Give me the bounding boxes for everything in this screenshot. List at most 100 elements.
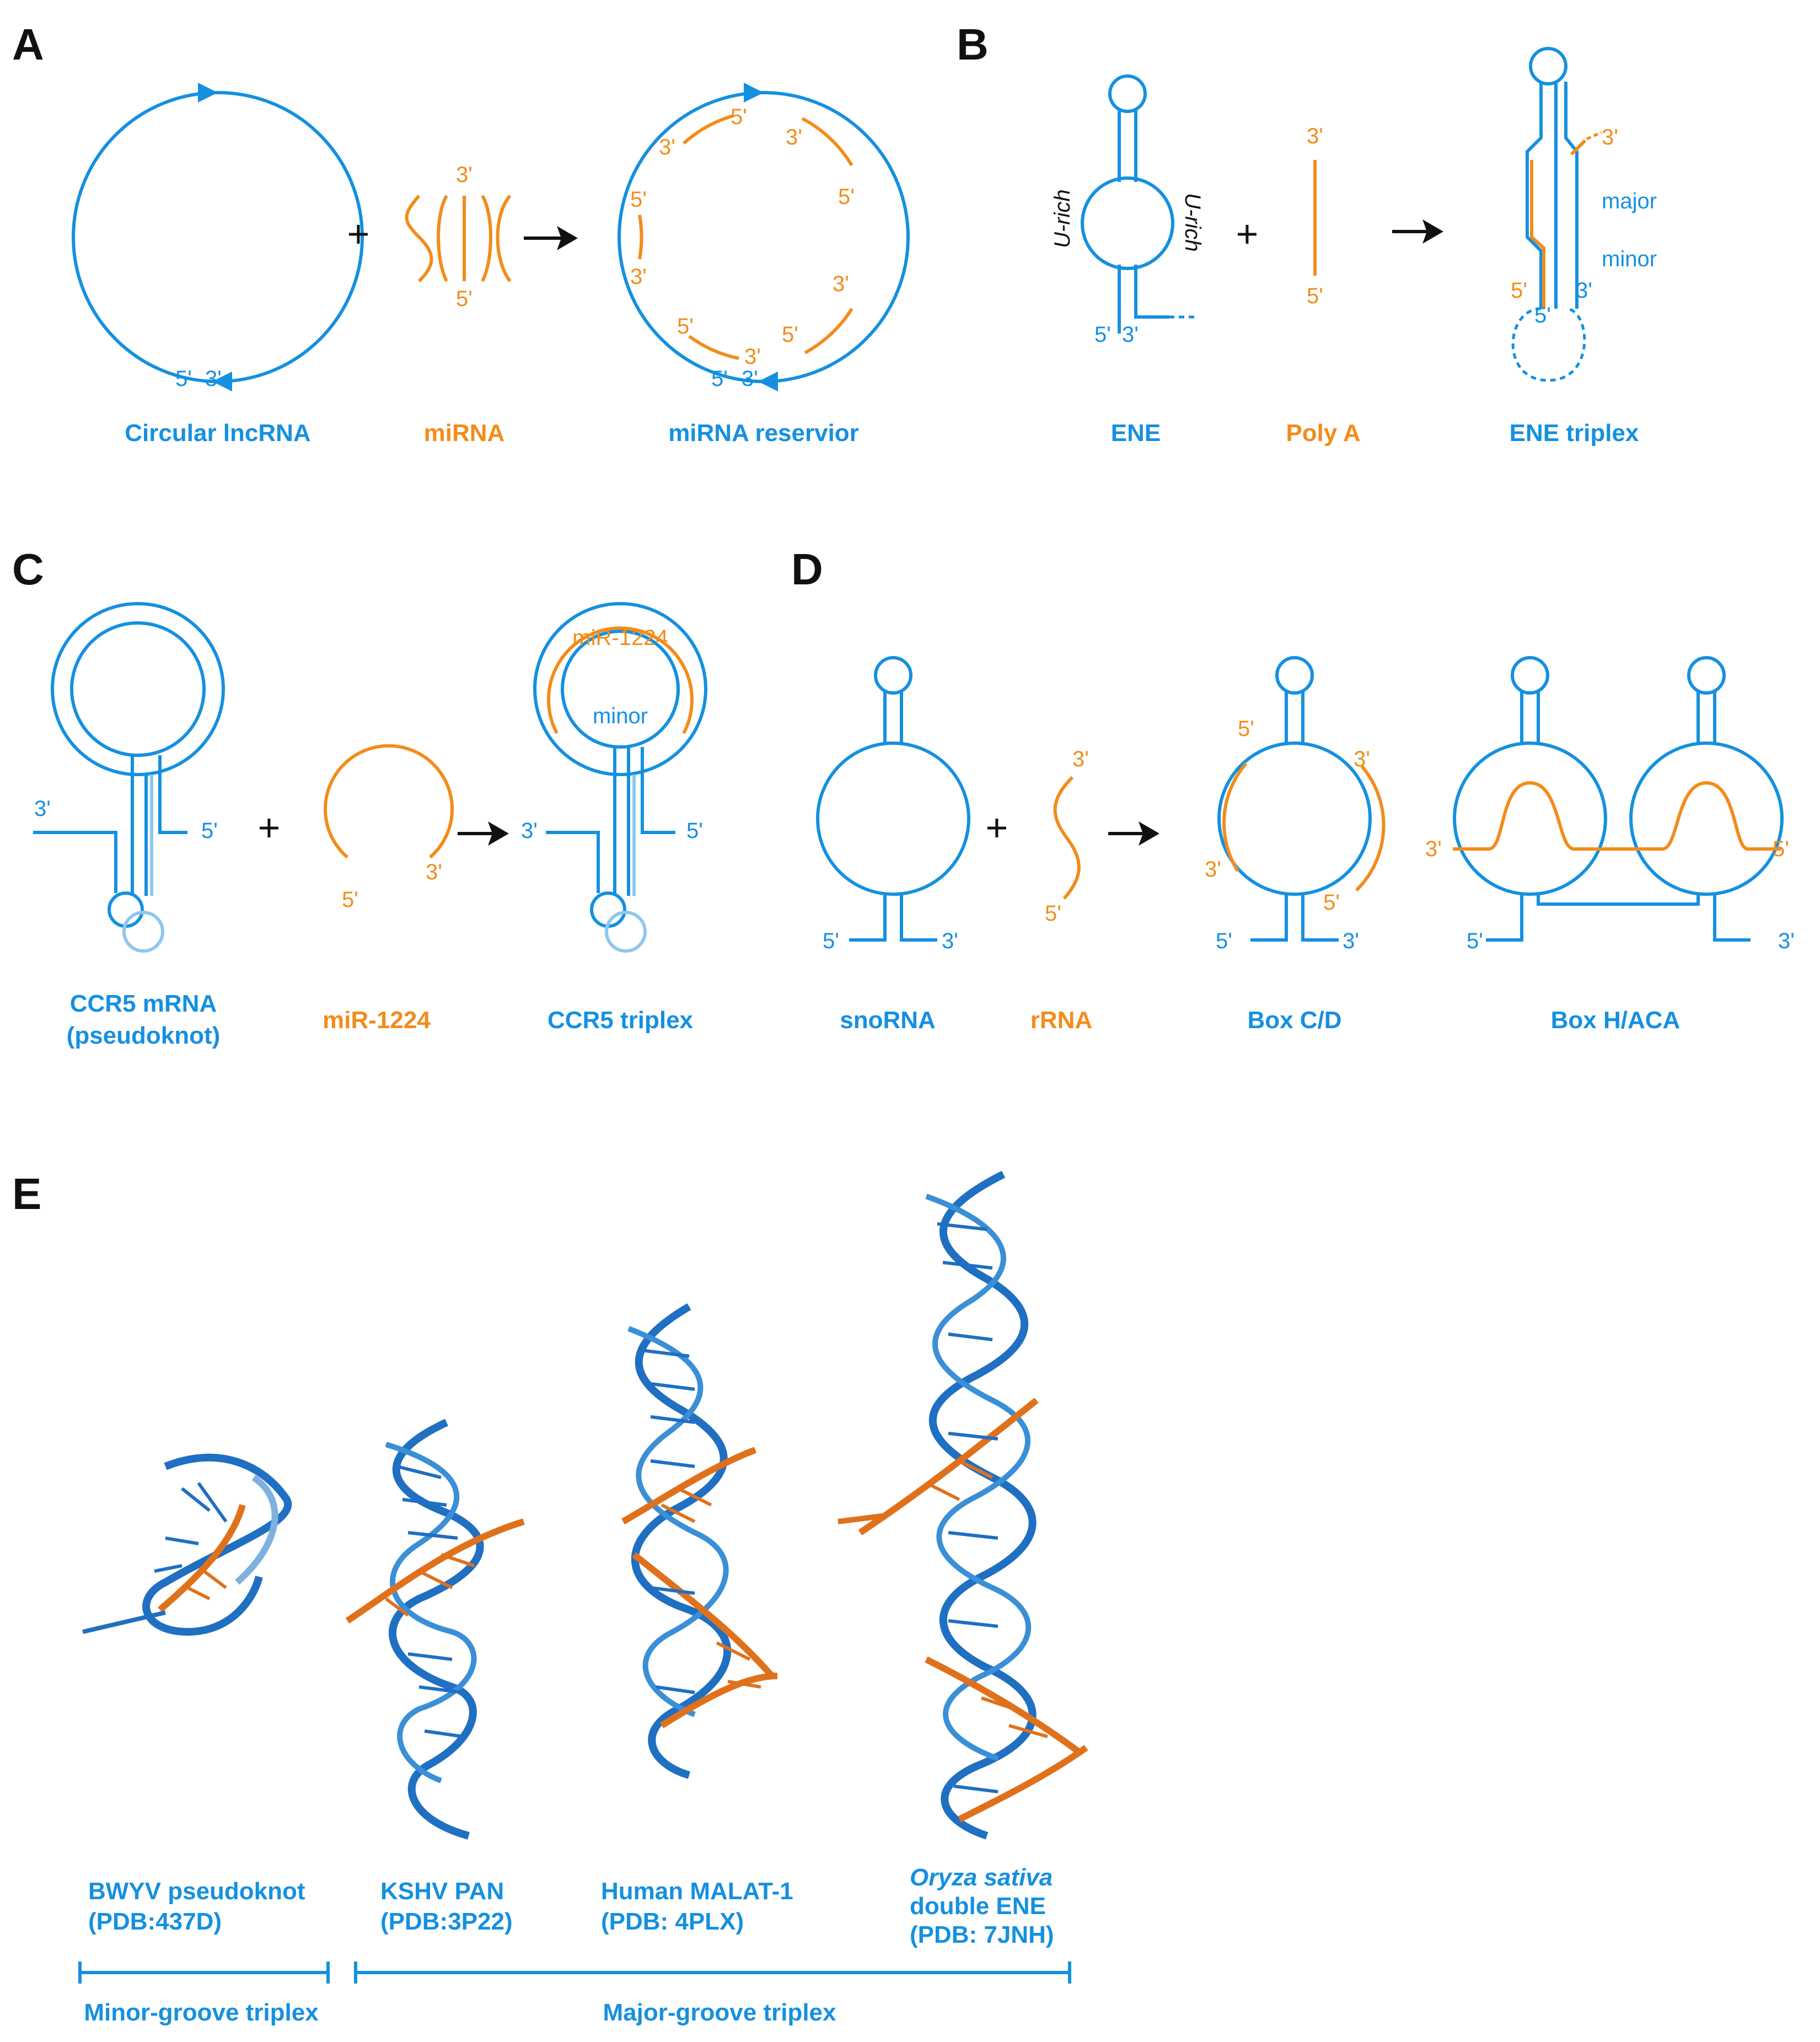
structure-3-line2: (PDB: 4PLX) [601, 1908, 744, 1935]
ccr5-triplex-light-loop [605, 911, 647, 953]
polya-three-label: 3' [1307, 124, 1323, 148]
ene-five-label: 5' [1094, 323, 1111, 347]
triplex-dashed-loop [1511, 307, 1586, 382]
structure-kshv-pan [345, 1418, 525, 1840]
res-label: 5' [630, 187, 647, 212]
ccr5-five-label: 5' [201, 819, 218, 843]
res-label: 3' [833, 272, 849, 296]
triplex-orange-strand [1530, 139, 1587, 309]
ene-three-label: 3' [1122, 323, 1139, 347]
triplex-orange-five: 5' [1511, 278, 1527, 303]
caption-polya: Poly A [1286, 420, 1360, 447]
ccr5-pseudoknot [33, 602, 225, 928]
reservoir-end-labels: 3' 5' 3' 5' 5' 3' 3' 5' 5' 3' 5' 3' [630, 105, 855, 391]
caption-snorna: snoRNA [840, 1007, 936, 1034]
structure-labels: BWYV pseudoknot (PDB:437D) KSHV PAN (PDB… [88, 1864, 1054, 1948]
res-label: 3' [659, 135, 675, 159]
mir-three-label: 3' [426, 860, 442, 884]
panel-label-a: A [12, 20, 44, 69]
structure-2-line1: KSHV PAN [380, 1878, 504, 1905]
circular-lncrna [72, 91, 364, 383]
panel-d: 5' 3' snoRNA + 3' 5' rRNA 5' 3' 3' 5' 5'… [816, 656, 1795, 1034]
box-cd-right-guide [1355, 765, 1386, 892]
boxhaca-three: 3' [1778, 929, 1795, 953]
group-minor-groove: Minor-groove triplex [84, 1999, 319, 2026]
plus-symbol: + [258, 806, 281, 849]
snorna-structure [816, 656, 970, 942]
plus-symbol: + [986, 806, 1008, 849]
triplex-minor-label-c: minor [593, 704, 648, 728]
structure-4-line1: Oryza sativa [910, 1864, 1053, 1891]
panel-label-d: D [791, 545, 823, 594]
triplex-three-label-c: 3' [521, 819, 538, 843]
caption-box-cd: Box C/D [1247, 1007, 1341, 1034]
rrna-strand [1053, 776, 1081, 900]
box-haca-guide [1453, 781, 1781, 851]
caption-mirna-reservoir: miRNA reservior [668, 420, 859, 447]
panel-a: 5' 3' Circular lncRNA + 3' 5' miRNA [72, 83, 910, 447]
reservoir-mirnas [638, 114, 853, 360]
triplex-five-label-c: 5' [686, 819, 703, 843]
caption-ene: ENE [1111, 420, 1161, 447]
plus-symbol: + [1236, 212, 1259, 255]
boxcd-o-left-top: 5' [1238, 717, 1254, 741]
ene-triplex-structure [1526, 47, 1579, 309]
groove-brackets [78, 1962, 1071, 1984]
boxcd-o-right-top: 3' [1354, 747, 1370, 771]
boxcd-five: 5' [1216, 929, 1232, 953]
group-major-groove: Major-groove triplex [603, 1999, 836, 2026]
ccr5-triplex-structure [533, 602, 707, 928]
structure-2-line2: (PDB:3P22) [380, 1908, 513, 1935]
arrow-b-head [1422, 219, 1443, 244]
triplex-major-label: major [1602, 189, 1657, 213]
arrow-a-head [557, 226, 578, 250]
panel-c: 3' 5' CCR5 mRNA (pseudoknot) + 5' 3' miR… [33, 602, 707, 1049]
u-rich-left-label: U-rich [1050, 189, 1075, 248]
caption-rrna: rRNA [1030, 1007, 1092, 1034]
boxhaca-five: 5' [1467, 929, 1483, 953]
structure-4-line2: double ENE [910, 1893, 1046, 1920]
mir-1224-arc [324, 744, 454, 859]
caption-ccr5-line1: CCR5 mRNA [70, 990, 217, 1017]
triplex-orange-dash [1586, 131, 1603, 141]
box-cd-structure [1217, 656, 1372, 942]
u-rich-right-label: U-rich [1180, 193, 1205, 252]
boxhaca-o-three: 3' [1425, 837, 1442, 861]
rrna-three-label: 3' [1072, 747, 1089, 771]
structure-3-line1: Human MALAT-1 [601, 1878, 793, 1905]
structure-1-line1: BWYV pseudoknot [88, 1878, 305, 1905]
triplex-mir-name: miR-1224 [572, 626, 668, 650]
boxhaca-o-five: 5' [1773, 837, 1789, 861]
triplex-blue-five: 5' [1534, 303, 1551, 327]
caption-ccr5-triplex: CCR5 triplex [547, 1007, 694, 1034]
circle-three-label: 3' [205, 367, 222, 391]
res-label: 5' [838, 185, 855, 209]
res-label: 5' [782, 323, 798, 347]
plus-symbol: + [347, 212, 370, 255]
structure-bwyv [82, 1453, 292, 1636]
polya-five-label: 5' [1307, 284, 1323, 308]
res-label: 3' [786, 125, 802, 149]
ccr5-triplex-mir [547, 626, 694, 734]
ene-structure [1081, 74, 1174, 334]
res-label: 5' [711, 367, 728, 391]
panel-label-e: E [12, 1169, 41, 1218]
box-cd-left-guide [1222, 762, 1248, 872]
caption-mirna: miRNA [424, 420, 505, 447]
res-label: 3' [742, 367, 758, 391]
caption-ene-triplex: ENE triplex [1510, 420, 1639, 447]
res-label: 5' [731, 105, 747, 129]
mirna-three-label: 3' [456, 163, 473, 187]
arrow-c-head [488, 821, 509, 846]
structure-1-line2: (PDB:437D) [88, 1908, 222, 1935]
panel-b: U-rich U-rich 5' 3' ENE + 3' 5' Poly A 3… [1050, 47, 1657, 447]
panel-label-c: C [12, 545, 44, 594]
panel-label-b: B [957, 20, 989, 69]
rrna-five-label: 5' [1045, 901, 1061, 926]
circle-five-label: 5' [175, 367, 192, 391]
mirna-five-label: 5' [456, 287, 473, 311]
boxcd-three: 3' [1343, 929, 1359, 953]
res-label: 3' [630, 265, 647, 289]
box-haca-structure [1453, 656, 1784, 942]
